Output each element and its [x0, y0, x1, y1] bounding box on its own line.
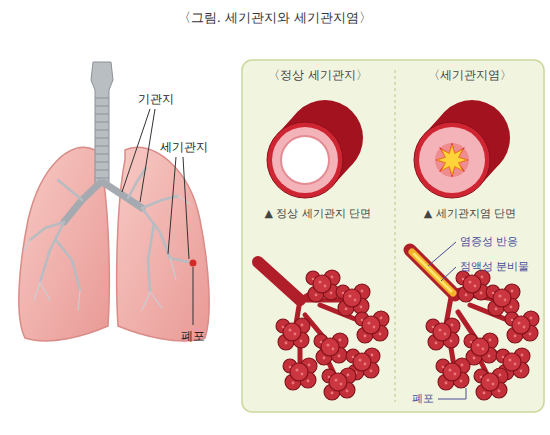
normal-tube — [267, 100, 363, 198]
part-label: 〈정상 세기관지〉 — [268, 68, 368, 82]
bronchial-tree — [24, 168, 190, 310]
part-label: 염증성 반응 — [460, 235, 519, 248]
figure-title: 〈그림. 세기관지와 세기관지염〉 — [178, 10, 372, 26]
inflamed-alveoli — [410, 250, 539, 400]
part-label: ▲ 세기관지염 단면 — [424, 207, 516, 220]
part-label: 세기관지 — [160, 140, 208, 154]
divider — [395, 70, 396, 402]
part-label: 〈세기관지염〉 — [428, 68, 512, 82]
part-label: ▲ 정상 세기관지 단면 — [265, 207, 372, 220]
part-label: 폐포 — [412, 392, 434, 405]
lungs — [19, 147, 209, 341]
part-label: 점액성 분비물 — [460, 260, 530, 273]
part-label: 폐포 — [181, 329, 205, 343]
alveoli-dot — [190, 260, 197, 267]
inflamed-tube — [414, 100, 510, 198]
part-label: 기관지 — [138, 92, 174, 106]
normal-alveoli — [258, 262, 389, 400]
trachea — [91, 62, 113, 185]
panel — [242, 60, 544, 412]
